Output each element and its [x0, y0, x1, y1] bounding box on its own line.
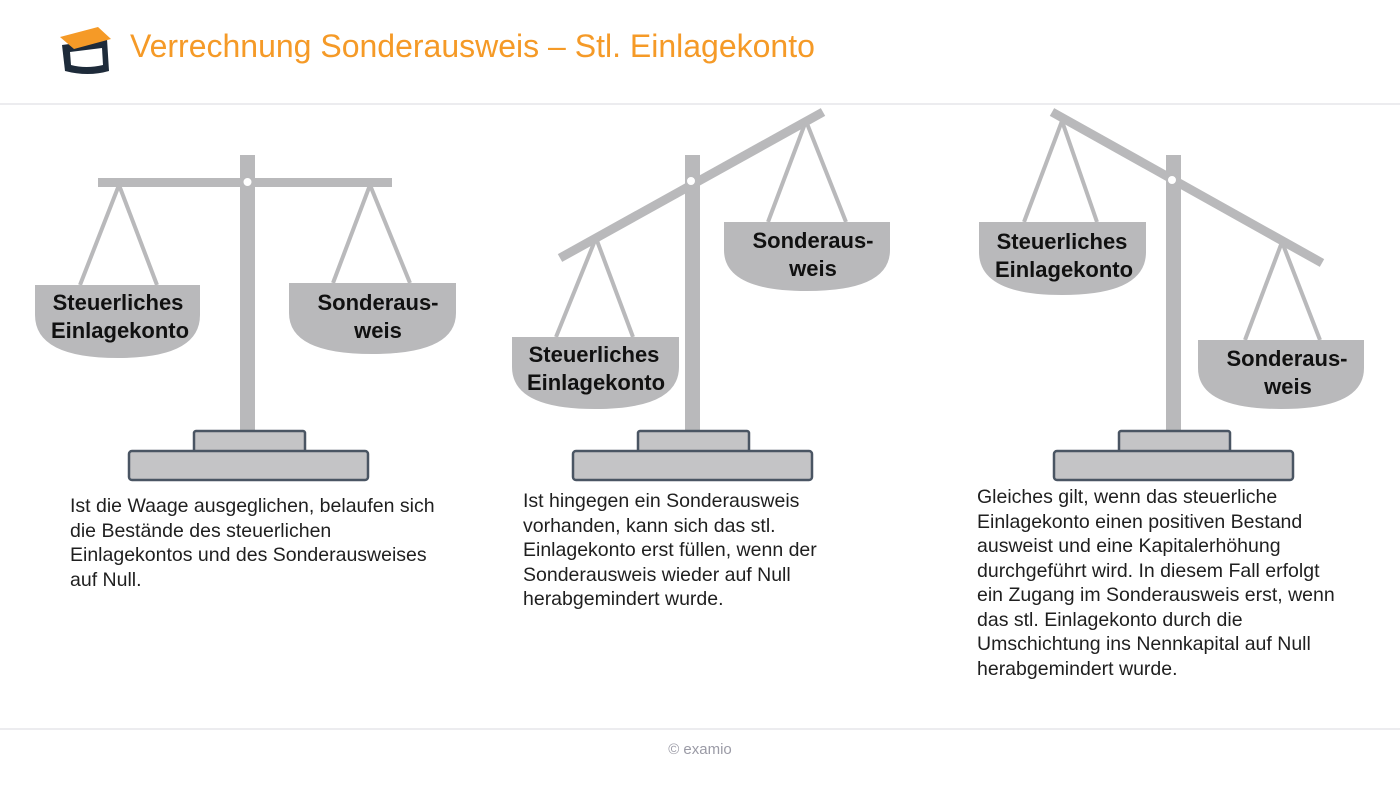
scale-pivot	[685, 175, 697, 187]
pan-left-label: Einlagekonto	[51, 318, 189, 343]
pan-right	[1198, 340, 1364, 409]
pan-right-label: weis	[1263, 374, 1312, 399]
footer-copyright: © examio	[668, 741, 732, 758]
pan-left	[512, 337, 679, 409]
description-left-down: Ist hingegen ein Sonderausweis vorhanden…	[523, 490, 817, 610]
pan-right-label: Sonderaus-	[1226, 346, 1347, 371]
scale-base-top	[1117, 429, 1232, 455]
pan-right-label: Sonderaus-	[752, 228, 873, 253]
pan-left-label: Steuerliches	[997, 229, 1128, 254]
scale-post	[1166, 155, 1181, 435]
scale-left-down: Steuerliches Einlagekonto Sonderaus- wei…	[512, 108, 890, 482]
scale-base	[127, 449, 370, 482]
scale-beam	[1049, 108, 1325, 267]
description-balanced: Ist die Waage ausgeglichen, belaufen sic…	[70, 495, 435, 591]
pan-left-label: Einlagekonto	[995, 257, 1133, 282]
scale-post	[685, 155, 700, 435]
pan-right	[724, 222, 890, 291]
scale-base	[1052, 449, 1295, 482]
scale-right-down: Steuerliches Einlagekonto Sonderaus- wei…	[979, 108, 1364, 482]
pan-right	[289, 283, 456, 354]
pan-right-label: weis	[353, 318, 402, 343]
footer-divider	[0, 728, 1400, 730]
examio-logo-icon	[60, 27, 111, 74]
scale-post	[240, 155, 255, 435]
header: Verrechnung Sonderausweis – Stl. Einlage…	[0, 0, 1400, 105]
pan-left-label: Einlagekonto	[527, 370, 665, 395]
scale-balanced: Steuerliches Einlagekonto Sonderaus- wei…	[35, 155, 456, 482]
description-right-down: Gleiches gilt, wenn das steuerliche Einl…	[977, 486, 1335, 680]
pan-left	[979, 222, 1146, 295]
scale-pivot	[1166, 174, 1178, 186]
scale-pivot	[241, 176, 254, 188]
scale-base-top	[636, 429, 751, 455]
scale-base-top	[192, 429, 307, 455]
pan-left-label: Steuerliches	[53, 290, 184, 315]
pan-right-label: weis	[788, 256, 837, 281]
scales-diagram: Steuerliches Einlagekonto Sonderaus- wei…	[35, 108, 1364, 482]
pan-right-label: Sonderaus-	[317, 290, 438, 315]
pan-left-label: Steuerliches	[529, 342, 660, 367]
scale-base	[571, 449, 814, 482]
page-title: Verrechnung Sonderausweis – Stl. Einlage…	[130, 28, 815, 64]
pan-left	[35, 285, 200, 358]
